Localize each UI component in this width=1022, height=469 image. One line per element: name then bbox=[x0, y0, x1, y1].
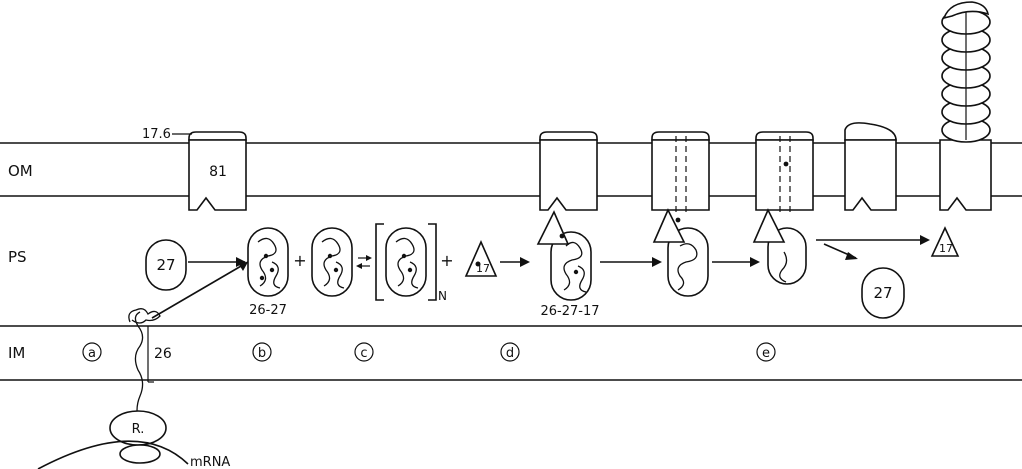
usher-5 bbox=[845, 123, 896, 210]
label-26-27: 26-27 bbox=[249, 303, 287, 318]
usher-2 bbox=[540, 132, 597, 210]
im-label: IM bbox=[8, 344, 25, 362]
om-label: OM bbox=[8, 162, 33, 180]
ribosome-small bbox=[120, 445, 160, 463]
label-17-6: 17.6 bbox=[142, 127, 171, 142]
adhesin-17-label: 17 bbox=[476, 262, 490, 275]
plus-2: + bbox=[440, 251, 453, 270]
usher-6-with-pilus bbox=[940, 2, 991, 210]
mrna-strand bbox=[38, 441, 188, 469]
usher-3 bbox=[652, 132, 709, 296]
usher-81: 81 bbox=[189, 132, 246, 210]
cap-17-6 bbox=[189, 132, 246, 140]
bracket-left bbox=[376, 224, 384, 300]
chaperone-27-released-label: 27 bbox=[873, 284, 892, 302]
step-b-label: b bbox=[258, 346, 266, 361]
multimer-n: N bbox=[438, 289, 447, 303]
ribosome-label: R. bbox=[132, 422, 145, 437]
step-e-label: e bbox=[762, 346, 770, 361]
pilus-rod bbox=[942, 2, 990, 142]
complex-26-27 bbox=[248, 228, 288, 296]
nascent-chain bbox=[135, 312, 142, 426]
step-d-label: d bbox=[506, 346, 514, 361]
usher-81-label: 81 bbox=[209, 164, 227, 180]
ps-label: PS bbox=[8, 248, 27, 266]
chaperone-27-left-label: 27 bbox=[156, 256, 175, 274]
step-a-label: a bbox=[88, 346, 96, 361]
bracket-right bbox=[428, 224, 436, 300]
label-26: 26 bbox=[154, 346, 172, 362]
adhesin-17-released-label: 17 bbox=[939, 242, 953, 255]
multimer-bracketed: N bbox=[376, 224, 447, 303]
complex-26-27-17 bbox=[538, 212, 591, 300]
mrna-label: mRNA bbox=[190, 455, 230, 469]
label-26-27-17: 26-27-17 bbox=[540, 304, 599, 319]
usher-4 bbox=[754, 132, 813, 284]
plus-1: + bbox=[293, 251, 306, 270]
step-c-label: c bbox=[360, 346, 367, 361]
complex-26-27-copy bbox=[312, 228, 352, 296]
